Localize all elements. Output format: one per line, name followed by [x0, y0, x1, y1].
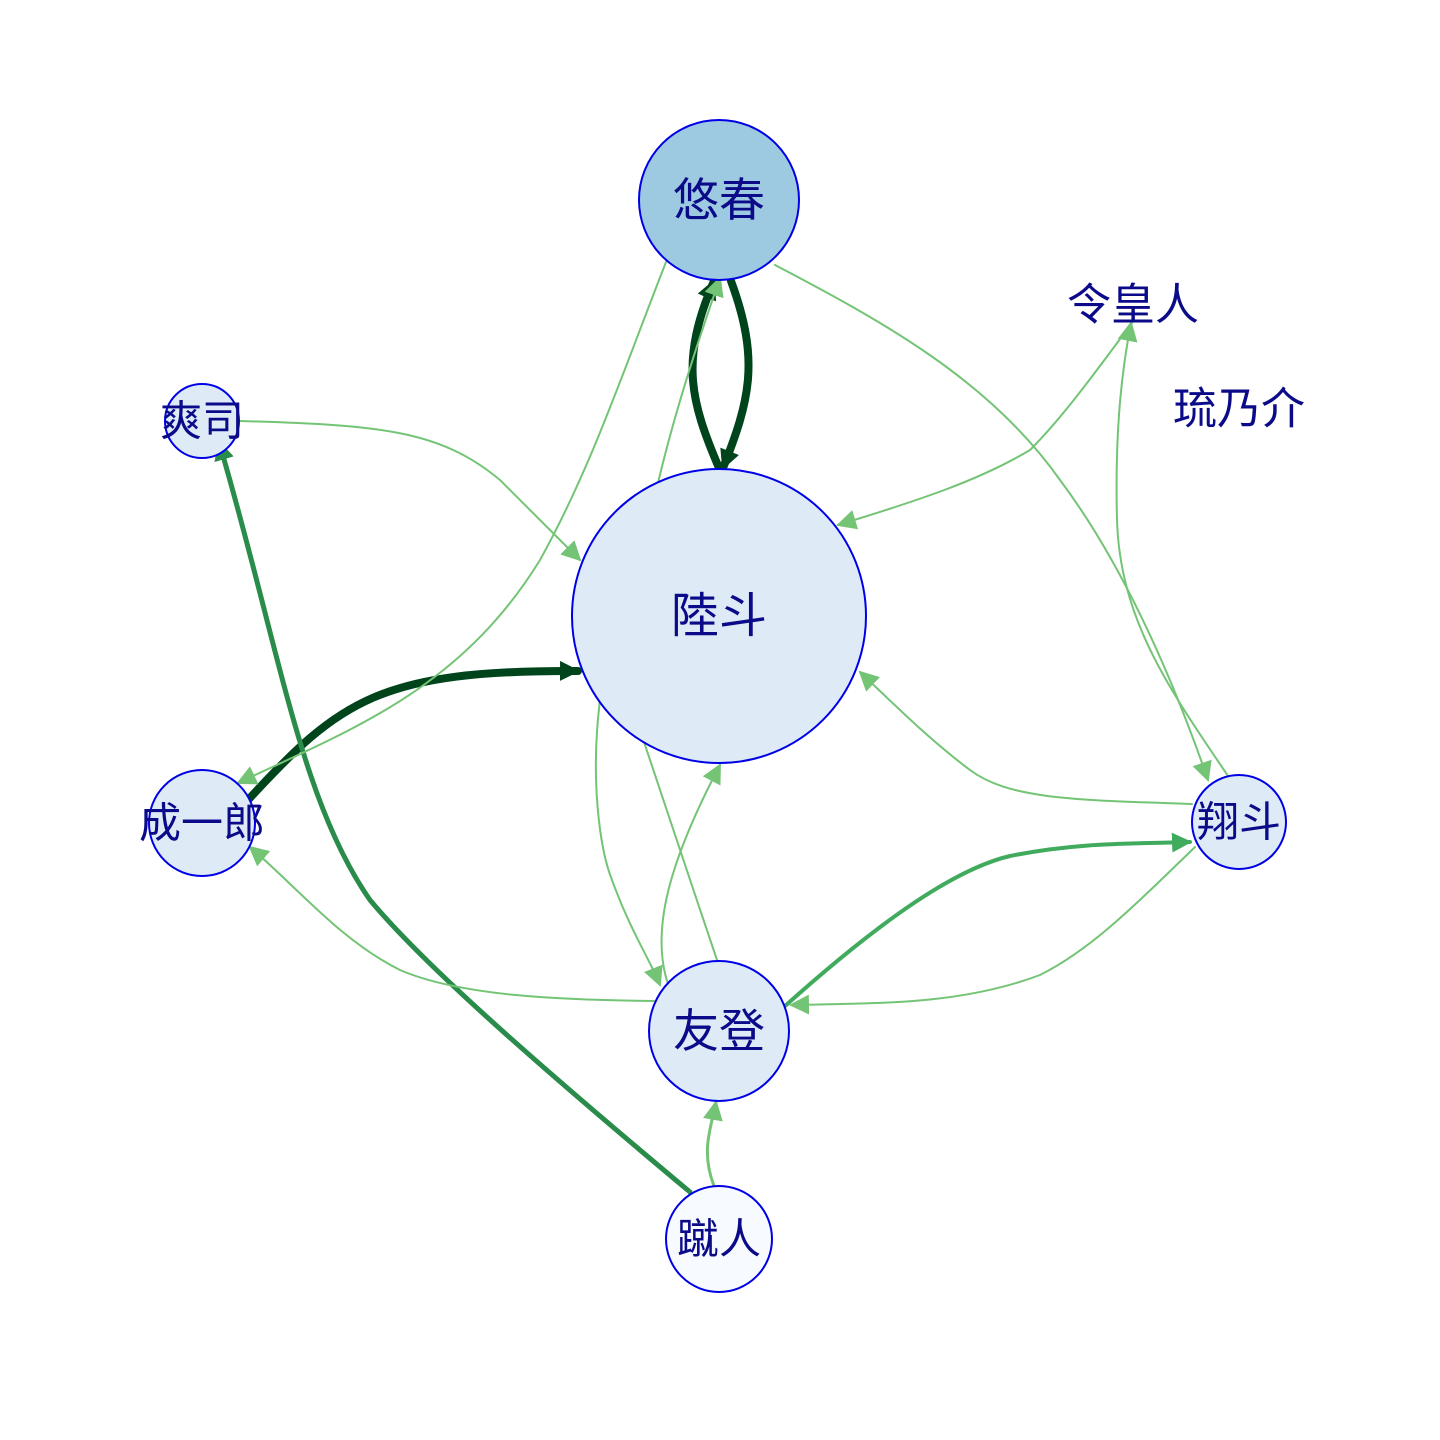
edge-seiichirou-to-rikuto	[244, 660, 582, 804]
edge-shouto-to-rikuto	[858, 670, 1193, 805]
node-label-shuuto: 蹴人	[677, 1215, 761, 1264]
node-shouto	[1191, 774, 1287, 870]
node-label-seiichirou: 成一郎	[139, 799, 265, 848]
edge-youshun-to-seiichirou	[236, 261, 667, 785]
node-label-reiouto: 令皇人	[1067, 280, 1199, 331]
node-rikuto	[571, 468, 867, 764]
edge-youshun-to-rikuto	[719, 277, 753, 472]
edge-shuuto-to-yuuto	[703, 1100, 723, 1188]
edge-yuuto-to-seiichirou	[248, 845, 655, 1002]
node-shuuto	[665, 1185, 773, 1293]
node-souji	[164, 383, 240, 459]
node-layer	[148, 119, 1287, 1293]
node-label-yuuto: 友登	[673, 1004, 765, 1058]
edge-youshun-to-shouto	[774, 264, 1212, 782]
edge-souji-to-rikuto	[239, 420, 582, 562]
node-label-shouto: 翔斗	[1197, 798, 1281, 847]
node-label-youshun: 悠春	[673, 173, 765, 227]
edge-rikuto-to-youshun	[688, 277, 723, 472]
node-yuuto	[648, 960, 790, 1102]
node-label-souji: 爽司	[160, 397, 244, 446]
edge-reiouto-to-rikuto	[836, 319, 1135, 530]
edge-shouto-to-yuuto	[789, 846, 1196, 1015]
edge-rikuto-to-yuuto	[594, 699, 663, 987]
edge-yuuto-to-rikuto	[660, 763, 721, 985]
edge-yuuto-to-shouto	[783, 832, 1192, 1008]
edge-shouto-to-reiouto	[1115, 321, 1229, 777]
edge-shuuto-to-souji	[214, 439, 693, 1195]
node-seiichirou	[148, 769, 256, 877]
node-youshun	[638, 119, 800, 281]
node-label-rikuto: 陸斗	[671, 588, 767, 644]
node-label-runosuke: 琉乃介	[1173, 384, 1305, 435]
